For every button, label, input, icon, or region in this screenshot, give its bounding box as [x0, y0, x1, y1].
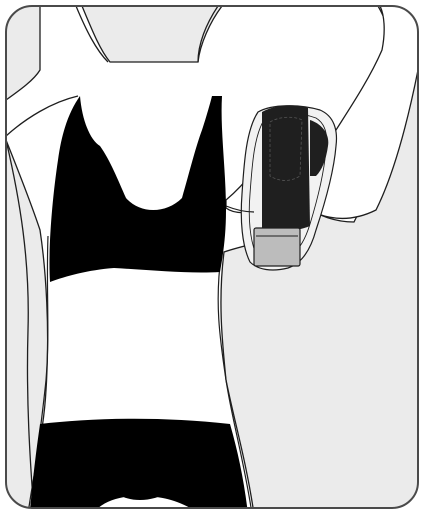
strap-buckle: [254, 228, 300, 266]
arm-strap: [262, 105, 310, 230]
